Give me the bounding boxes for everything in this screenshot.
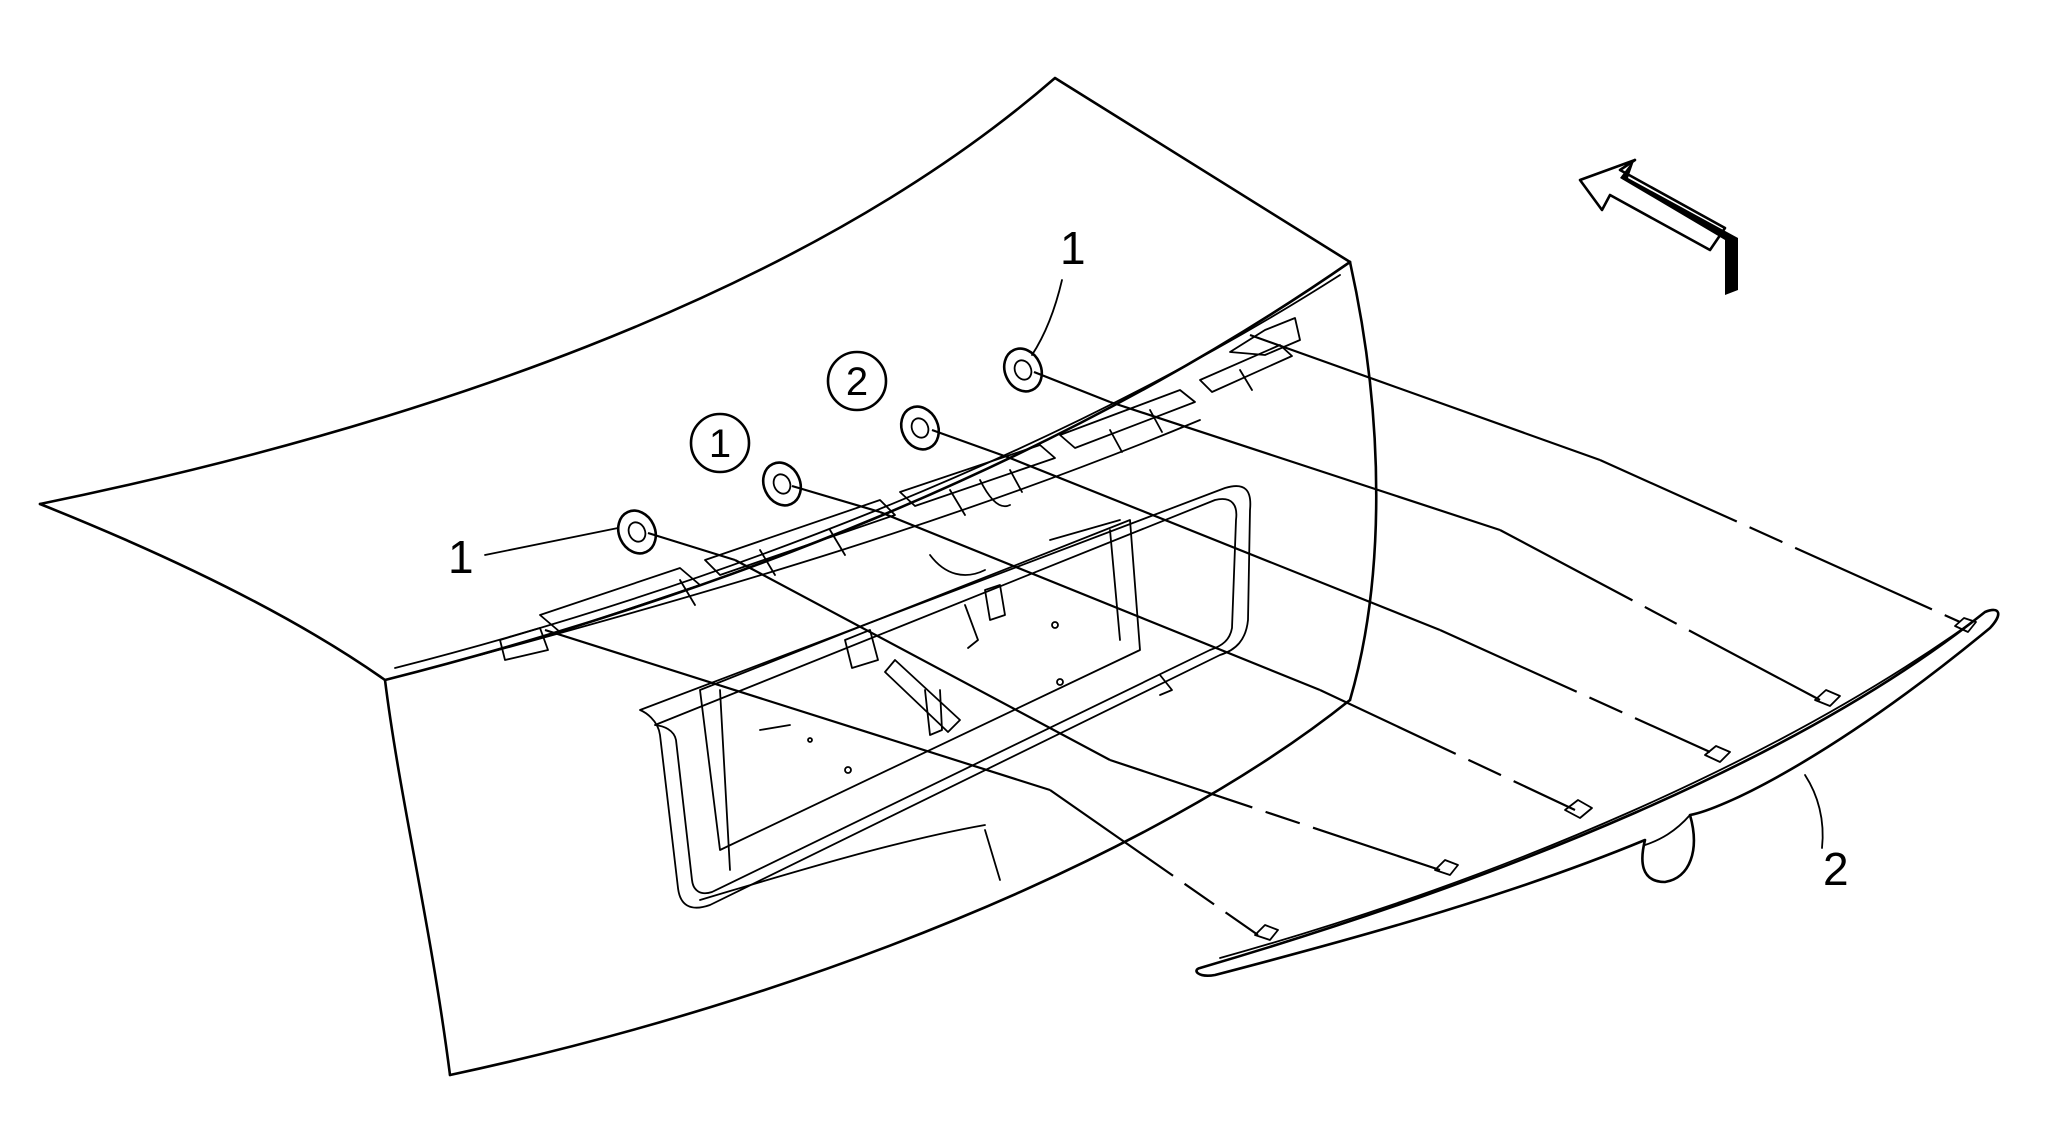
alignment-lines xyxy=(544,333,1961,936)
fastener-1-left xyxy=(616,509,658,555)
callout-label: 1 xyxy=(1060,222,1086,274)
fastener-circled-2 xyxy=(899,405,941,451)
callout-label: 1 xyxy=(709,422,731,466)
fastener-circled-1 xyxy=(761,461,803,507)
callout-label: 2 xyxy=(1823,843,1849,895)
callout-2-spoiler: 2 xyxy=(1804,774,1849,895)
rear-spoiler xyxy=(1195,608,2000,977)
callout-label: 1 xyxy=(448,531,474,583)
view-direction-arrow-icon xyxy=(1578,158,1738,295)
deck-lid xyxy=(38,76,1378,1077)
callouts: 1 1 2 1 2 xyxy=(448,222,1849,895)
push-nut-fastener-icon xyxy=(616,347,1044,555)
fastener-1-right xyxy=(1002,347,1044,393)
callout-circled-1: 1 xyxy=(689,412,751,474)
callout-1-left: 1 xyxy=(448,527,619,583)
callout-1-top: 1 xyxy=(1031,222,1086,356)
callout-circled-2: 2 xyxy=(826,350,888,412)
callout-label: 2 xyxy=(846,360,868,404)
